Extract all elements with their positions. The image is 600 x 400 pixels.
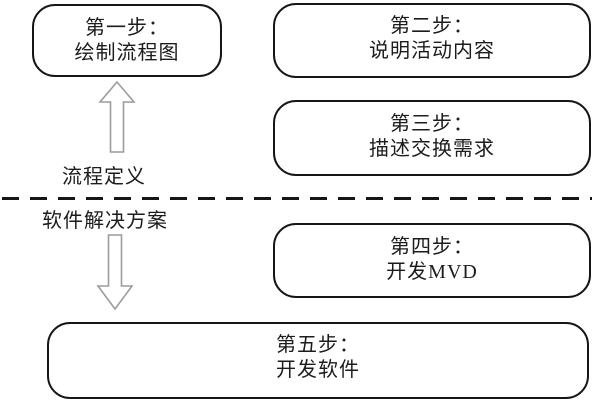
- step5-desc: 开发软件: [276, 359, 360, 381]
- up-arrow-icon: [98, 81, 136, 153]
- step4-box: 第四步： 开发MVD: [273, 223, 591, 298]
- down-arrow-icon: [96, 234, 134, 310]
- step2-box: 第二步： 说明活动内容: [273, 3, 591, 78]
- phase-divider-dashed-line: [2, 197, 592, 200]
- lower-zone-label: 软件解决方案: [42, 210, 168, 232]
- step5-title: 第五步：: [276, 334, 360, 356]
- step2-desc: 说明活动内容: [369, 40, 495, 62]
- step3-title: 第三步：: [390, 113, 474, 135]
- step3-desc: 描述交换需求: [369, 138, 495, 160]
- upper-zone-label: 流程定义: [62, 166, 146, 188]
- step1-desc: 绘制流程图: [74, 42, 180, 64]
- step1-box: 第一步： 绘制流程图: [32, 4, 222, 77]
- step3-box: 第三步： 描述交换需求: [273, 100, 591, 176]
- step4-desc: 开发MVD: [386, 261, 478, 283]
- step1-title: 第一步：: [85, 17, 169, 39]
- step5-box: 第五步： 开发软件: [47, 322, 589, 399]
- step4-title: 第四步：: [390, 236, 474, 258]
- step2-title: 第二步：: [390, 15, 474, 37]
